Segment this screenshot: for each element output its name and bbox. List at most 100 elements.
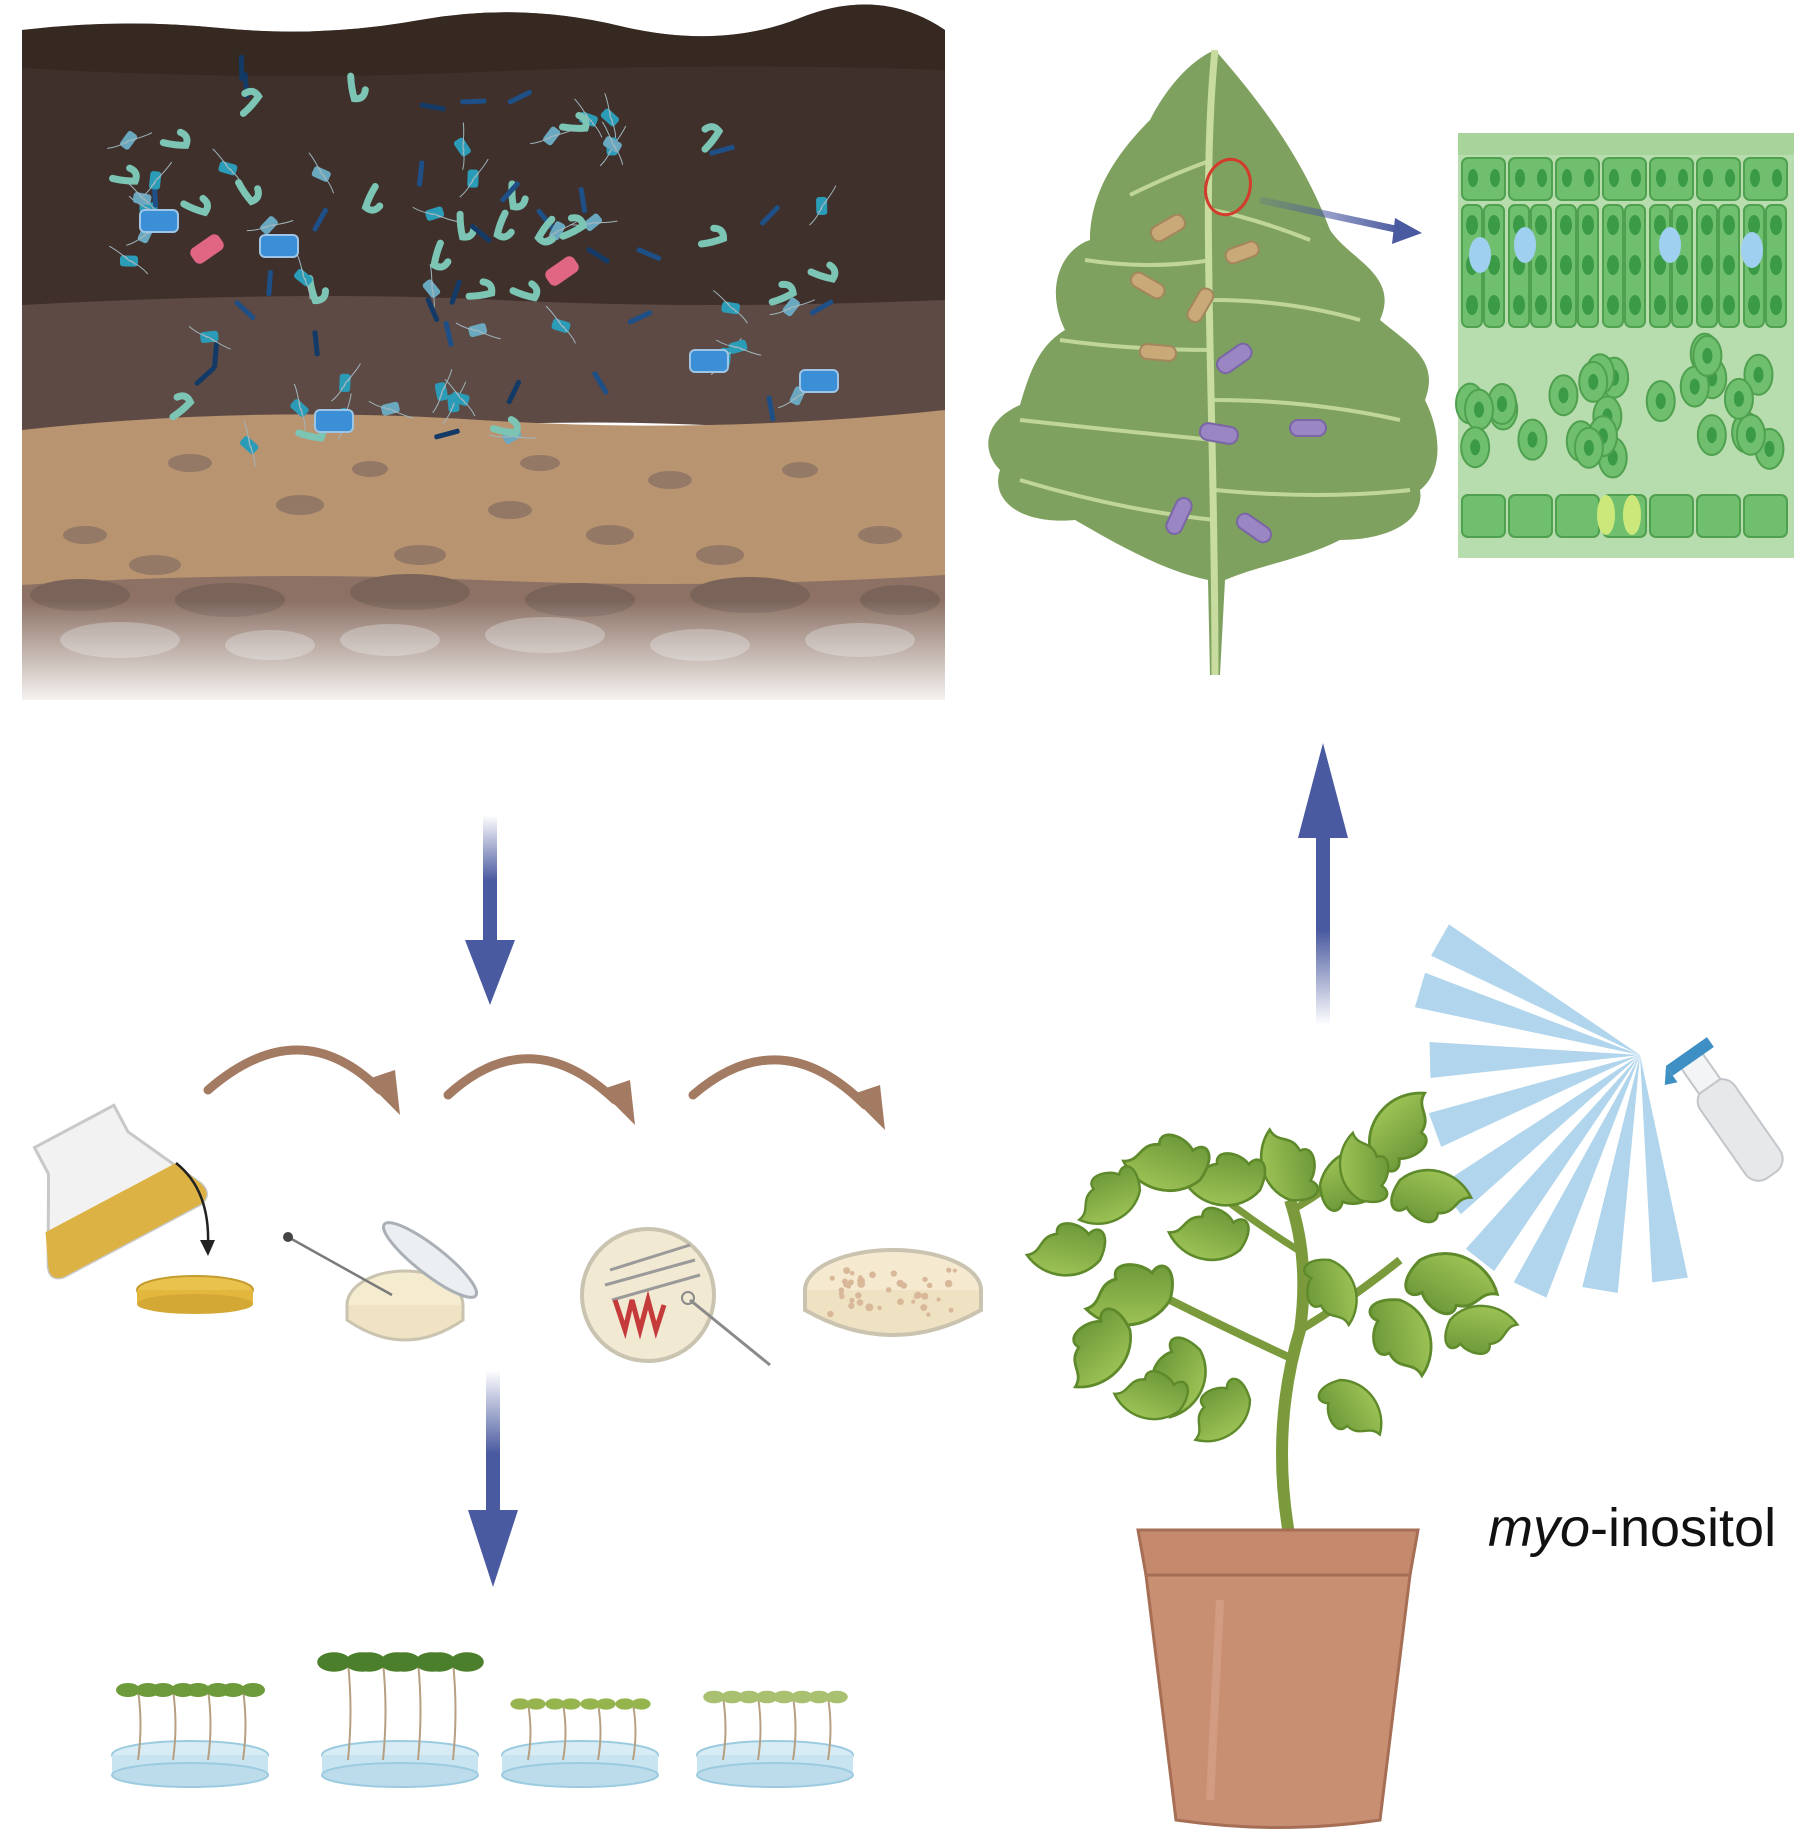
- tomato-leaf: [1112, 1370, 1190, 1421]
- bacteria-icon: [506, 379, 522, 405]
- bacteria-icon: [194, 366, 216, 386]
- tomato-leaf: [1193, 1377, 1252, 1443]
- bacteria-icon: [701, 123, 724, 153]
- bacteria-icon: [107, 131, 153, 150]
- tomato-leaf: [1184, 1152, 1267, 1207]
- bacteria-icon: [449, 279, 462, 305]
- bacteria-icon: [768, 280, 797, 306]
- bacteria-icon: [188, 326, 231, 350]
- bacteria-icon: [266, 270, 273, 297]
- tomato-leaf: [1317, 1378, 1383, 1437]
- bacteria-icon: [412, 206, 459, 223]
- bacteria-icon: [456, 210, 478, 241]
- bacteria-icon: [159, 128, 191, 149]
- bacteria-icon: [558, 111, 590, 132]
- bacteria-icon: [627, 310, 653, 325]
- inoculation-loop-icon: [283, 1232, 393, 1297]
- bacteria-icon: [234, 300, 256, 321]
- flask-icon: [32, 1103, 215, 1280]
- bacteria-icon: [246, 216, 294, 235]
- tomato-leaf: [1077, 1165, 1142, 1225]
- bacteria-icon: [490, 416, 521, 437]
- bacteria-icon: [347, 72, 369, 103]
- bacteria-icon: [712, 290, 748, 324]
- bacteria-icon: [312, 207, 328, 232]
- tomato-leaf: [1303, 1258, 1358, 1328]
- tomato-leaf: [1083, 1263, 1174, 1327]
- bacteria-icon: [306, 274, 330, 305]
- flow-arrow-plant-to-leaf: [1298, 743, 1348, 1025]
- bacteria-icon: [559, 214, 588, 240]
- bacteria-icon: [545, 305, 576, 344]
- bacteria-icon: [592, 371, 609, 395]
- bacteria-icon: [578, 187, 588, 214]
- tomato-leaf: [1390, 1168, 1474, 1224]
- bacteria-icon: [444, 378, 476, 417]
- bacteria-icon: [586, 247, 610, 264]
- tomato-leaf: [1368, 1298, 1433, 1379]
- tomato-leaf: [1166, 1206, 1250, 1262]
- tomato-leaf: [1024, 1222, 1107, 1277]
- petri-dish-icon: [136, 1275, 254, 1314]
- bacteria-icon: [312, 330, 320, 357]
- bacteria-icon: [425, 297, 440, 322]
- bacteria-icon: [459, 158, 489, 198]
- bacteria-icon: [235, 179, 262, 206]
- bacteria-icon: [180, 194, 211, 217]
- compound-label-rest: -inositol: [1590, 1498, 1777, 1558]
- flow-arrow-soil-to-culture: [465, 815, 515, 1005]
- bacteria-icon: [259, 234, 299, 258]
- isolation-step-arrows: [203, 1045, 870, 1110]
- bacteria-icon: [709, 144, 735, 156]
- tomato-leaf: [1444, 1304, 1520, 1355]
- bacteria-icon: [419, 102, 446, 112]
- bacteria-icon: [240, 420, 259, 468]
- spray-mist: [1414, 924, 1688, 1298]
- bacteria-icon: [453, 122, 471, 170]
- petri-dish-icon: [803, 1248, 983, 1337]
- bacteria-icon: [460, 98, 487, 105]
- bacteria-icon: [434, 428, 460, 440]
- compound-label-italic: myo: [1488, 1498, 1591, 1558]
- bacteria-icon: [636, 247, 662, 261]
- bacteria-icon: [430, 239, 452, 271]
- leaf-icon: [988, 49, 1438, 676]
- bacteria-icon: [290, 383, 309, 431]
- potted-tomato-plant-icon: [1024, 1091, 1520, 1829]
- bacteria-cluster: [107, 54, 839, 468]
- bacteria-icon: [807, 261, 839, 283]
- bacteria-icon: [432, 369, 453, 413]
- tomato-leaf: [1404, 1252, 1500, 1316]
- bacteria-icon: [545, 256, 579, 286]
- bacteria-icon: [601, 121, 624, 165]
- bacteria-icon: [212, 342, 219, 369]
- seedling-plate-icon: [111, 1683, 269, 1788]
- bacteria-icon: [314, 409, 354, 433]
- bacteria-icon: [109, 164, 140, 185]
- bacteria-icon: [600, 93, 620, 140]
- tomato-leaf: [1121, 1133, 1211, 1193]
- bacteria-icon: [809, 185, 837, 226]
- bacteria-icon: [500, 181, 520, 203]
- bacteria-icon: [140, 161, 173, 199]
- petri-dish-icon: [580, 1227, 771, 1367]
- bacteria-icon: [190, 234, 224, 264]
- bacteria-icon: [715, 339, 762, 356]
- bacteria-icon: [238, 54, 245, 81]
- bacteria-icon: [465, 278, 496, 300]
- bacteria-icon: [509, 280, 541, 302]
- bacteria-icon: [361, 183, 384, 214]
- flow-arrow-culture-to-seedlings: [468, 1370, 518, 1587]
- tomato-leaf: [1368, 1091, 1428, 1173]
- bacteria-icon: [530, 126, 576, 146]
- spray-bottle-icon: [1664, 1037, 1784, 1182]
- bacteria-icon: [109, 245, 149, 275]
- tomato-leaf: [1259, 1127, 1320, 1202]
- bacteria-icon: [799, 369, 839, 393]
- tomato-leaf: [1338, 1130, 1390, 1203]
- petri-dish-icon: [345, 1221, 479, 1342]
- bacteria-icon: [139, 209, 179, 233]
- bacteria-icon: [308, 152, 335, 194]
- compound-label: myo-inositol: [1488, 1497, 1776, 1559]
